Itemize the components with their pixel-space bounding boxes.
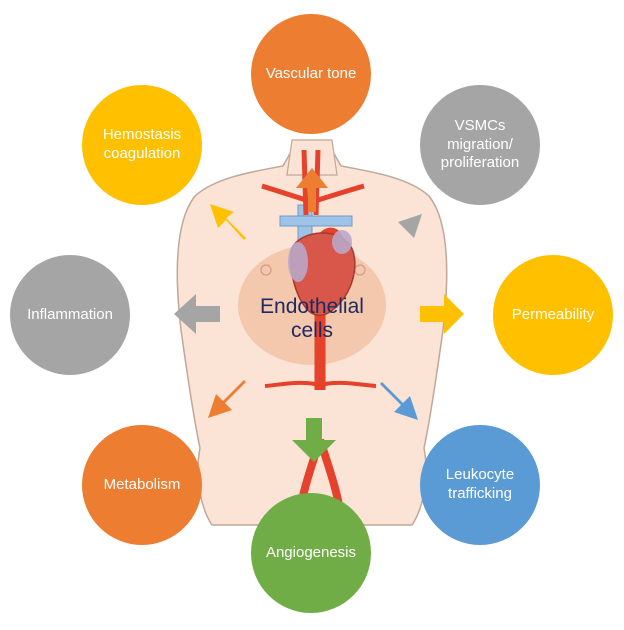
arrow-leukocyte-trafficking (380, 382, 418, 420)
node-permeability-label: Permeability (511, 305, 595, 323)
node-angiogenesis: Angiogenesis (251, 493, 371, 613)
node-vsmcs-label: VSMCs migration/ proliferation (440, 116, 520, 172)
node-vsmcs: VSMCs migration/ proliferation (420, 85, 540, 205)
arrow-metabolism (208, 380, 246, 418)
arrow-permeability (420, 294, 464, 334)
node-inflammation-label: Inflammation (27, 305, 113, 323)
left-nipple (260, 264, 272, 276)
neck (286, 139, 338, 176)
arrow-vascular-tone (296, 168, 328, 212)
node-inflammation: Inflammation (10, 255, 130, 375)
node-leukocyte-trafficking: Leukocyte trafficking (420, 425, 540, 545)
center-label: Endothelial cells (260, 295, 364, 343)
node-permeability: Permeability (493, 255, 613, 375)
node-hemostasis-coagulation: Hemostasis coagulation (82, 85, 202, 205)
node-leukocyte-trafficking-label: Leukocyte trafficking (445, 466, 515, 502)
renal-arteries (264, 380, 377, 388)
arrow-angiogenesis (292, 418, 336, 462)
node-angiogenesis-label: Angiogenesis (265, 543, 357, 561)
subclavian-vein (279, 215, 353, 227)
left-atrium (288, 242, 308, 282)
arrow-vsmcs (386, 214, 422, 250)
arrow-hemostasis (210, 204, 246, 240)
node-vascular-tone: Vascular tone (251, 14, 371, 134)
node-hemostasis-coagulation-label: Hemostasis coagulation (102, 126, 182, 162)
arrow-inflammation (174, 294, 220, 334)
node-vascular-tone-label: Vascular tone (265, 64, 357, 82)
subclavian-arteries (261, 183, 365, 203)
right-atrium (332, 230, 352, 254)
node-metabolism-label: Metabolism (103, 475, 181, 493)
node-metabolism: Metabolism (82, 425, 202, 545)
